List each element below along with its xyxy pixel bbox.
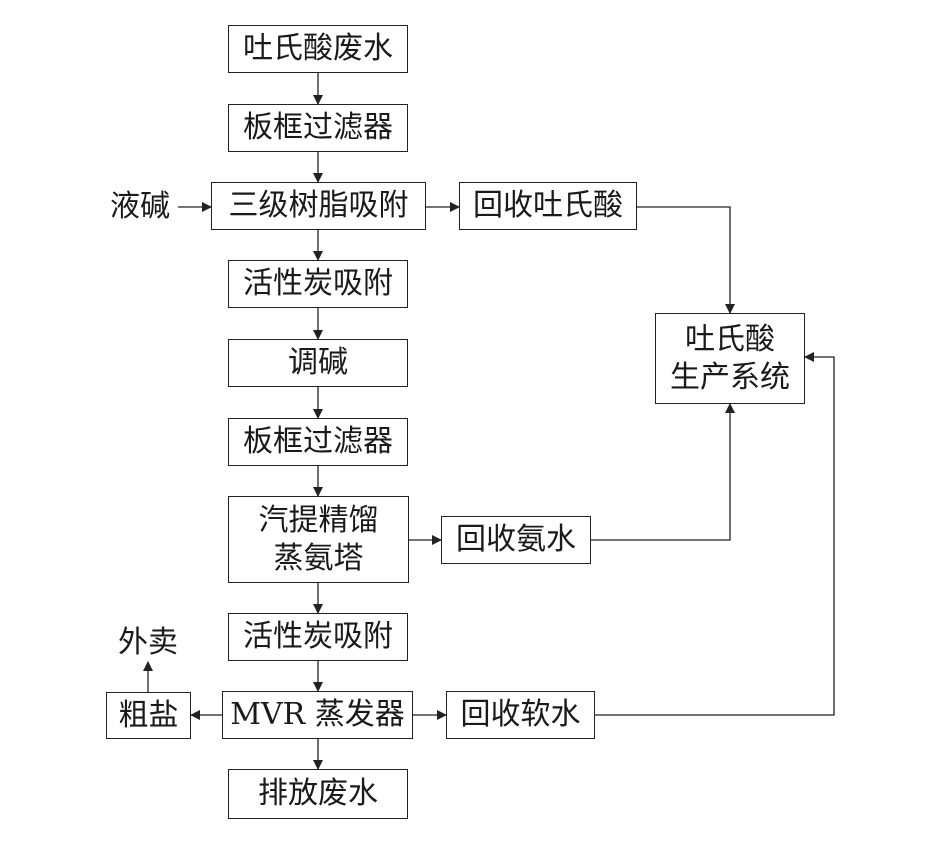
node-recover-soft-water: 回收软水 (446, 691, 595, 739)
node-filter2: 板框过滤器 (228, 418, 408, 466)
node-stripping-tower: 汽提精馏 蒸氨塔 (228, 496, 409, 583)
label-liquid-alkali: 液碱 (110, 189, 170, 224)
node-carbon-adsorption-2: 活性炭吸附 (228, 613, 408, 661)
node-adjust-alkali: 调碱 (228, 339, 408, 387)
node-resin-adsorption: 三级树脂吸附 (211, 182, 426, 230)
node-recover-acid: 回收吐氏酸 (459, 182, 637, 230)
node-mvr-evaporator: MVR 蒸发器 (222, 691, 413, 739)
label-sell-outside: 外卖 (118, 625, 178, 660)
node-filter1: 板框过滤器 (228, 104, 408, 152)
arrow-recover-acid-to-system (637, 206, 735, 314)
node-crude-salt: 粗盐 (106, 692, 191, 739)
node-recover-ammonia: 回收氨水 (441, 516, 591, 564)
node-wastewater: 吐氏酸废水 (228, 25, 408, 73)
arrow-soft-water-to-system (595, 352, 835, 716)
node-discharge: 排放废水 (228, 769, 408, 819)
arrow-ammonia-to-system (591, 403, 735, 541)
node-production-system: 吐氏酸 生产系统 (655, 313, 805, 404)
node-carbon-adsorption-1: 活性炭吸附 (228, 260, 408, 308)
